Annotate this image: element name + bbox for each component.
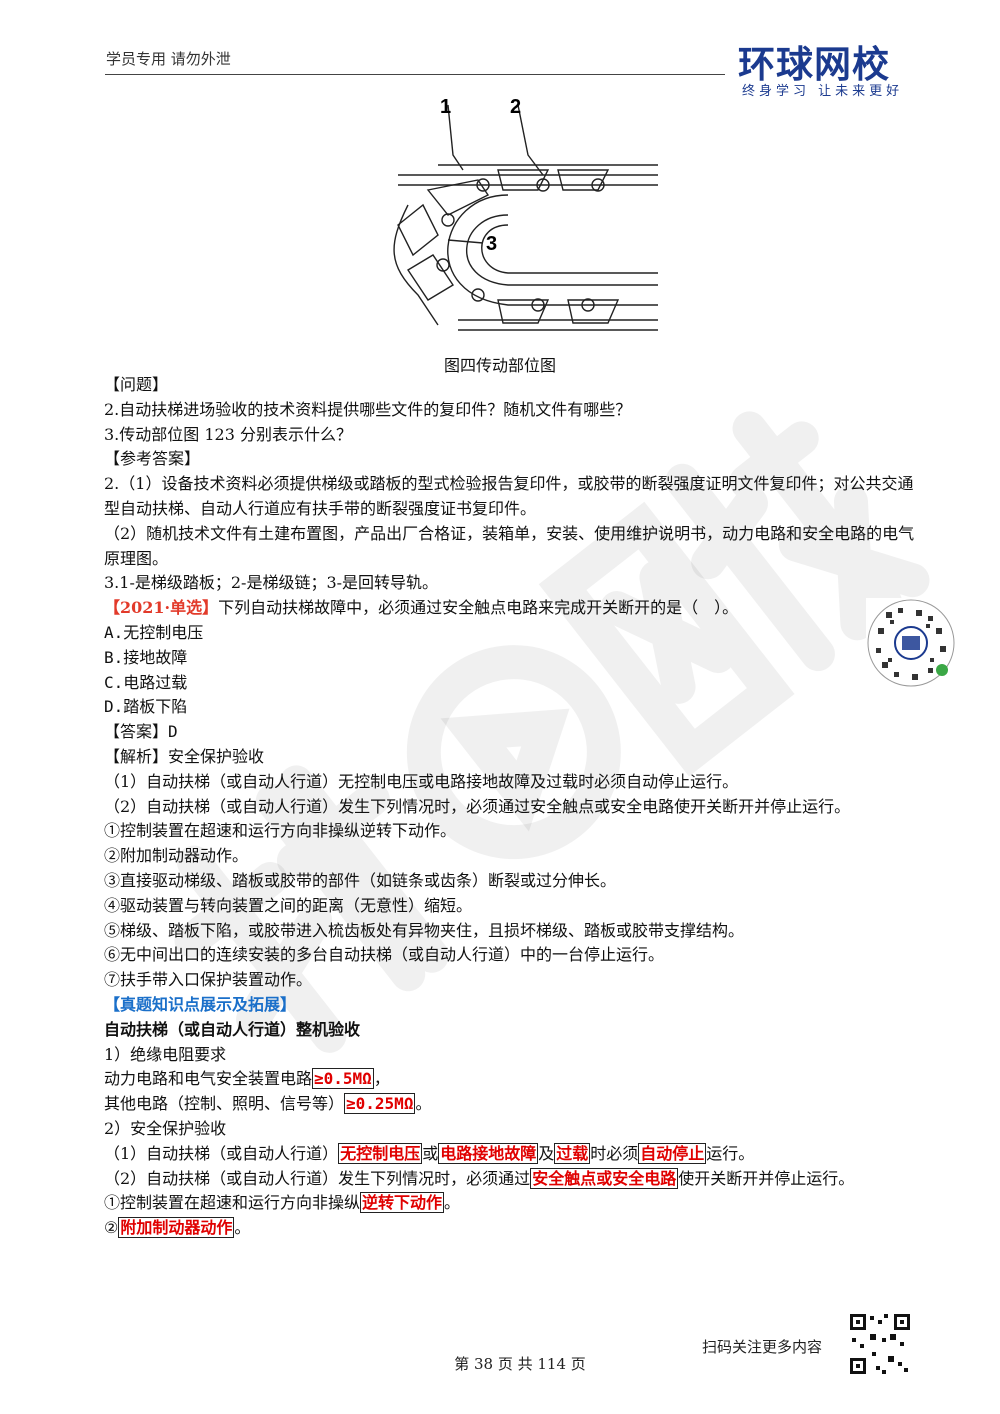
page-number: 第 38 页 共 114 页 (454, 1355, 586, 1373)
mcq-option: A.无控制电压 (104, 622, 204, 642)
text-segment: 运行。 (706, 1143, 755, 1163)
answer-paragraph: 3.1-是梯级踏板；2-是梯级链；3-是回转导轨。 (104, 573, 439, 593)
mcq-option: B.接地故障 (104, 647, 188, 667)
protection-line: （2）自动扶梯（或自动人行道）发生下列情况时，必须通过安全触点或安全电路使开关断… (104, 1167, 919, 1192)
text-segment: 。 (234, 1218, 251, 1238)
brand-slogan: 终身学习 让未来更好 (742, 84, 904, 99)
document-body: 【问题】 2.自动扶梯进场验收的技术资料提供哪些文件的复印件？随机文件有哪些？ … (104, 373, 919, 1241)
text-segment: 或 (422, 1143, 439, 1163)
mcq-analysis: 【解析】安全保护验收 (104, 745, 919, 770)
text-segment: 及 (538, 1143, 555, 1163)
protection-line: （1）自动扶梯（或自动人行道）无控制电压或电路接地故障及过载时必须自动停止运行。 (104, 1142, 919, 1167)
page-header: 学员专用 请勿外泄 环球网校 终身学习 让未来更好 (0, 0, 1000, 100)
highlight-term: 附加制动器动作 (118, 1217, 235, 1239)
text-segment: 。 (415, 1094, 432, 1114)
answer-paragraph: （2）随机技术文件有土建布置图，产品出厂合格证，装箱单，安装、使用维护说明书，动… (104, 523, 915, 568)
answers-heading: 【参考答案】 (104, 449, 201, 469)
text-segment: （1）自动扶梯（或自动人行道） (104, 1143, 339, 1163)
analysis-case: ②附加制动器动作。 (104, 846, 249, 866)
footer-qr-code[interactable] (848, 1312, 912, 1376)
text-segment: ② (104, 1218, 119, 1238)
question-item: 3.传动部位图 123 分别表示什么？ (104, 424, 352, 444)
analysis-label: 【解析】 (104, 746, 169, 766)
analysis-case: ③直接驱动梯级、踏板或胶带的部件（如链条或齿条）断裂或过分伸长。 (104, 870, 617, 890)
answer-paragraph: 2.（1）设备技术资料必须提供梯级或踏板的型式检验报告复印件，或胶带的断裂强度证… (104, 474, 914, 518)
text-segment: 使开关断开并停止运行。 (678, 1168, 855, 1188)
question-item: 2.自动扶梯进场验收的技术资料提供哪些文件的复印件？随机文件有哪些？ (104, 399, 632, 419)
insulation-line: 动力电路和电气安全装置电路≥0.5MΩ， (104, 1067, 919, 1092)
mcq-option: D.踏板下陷 (104, 697, 188, 717)
text-segment: 动力电路和电气安全装置电路 (104, 1069, 313, 1089)
header-note: 学员专用 请勿外泄 (106, 50, 231, 68)
brand-logo: 环球网校 (738, 43, 890, 86)
figure-label-3: 3 (486, 233, 497, 255)
analysis-case: ⑤梯级、踏板下陷，或胶带进入梳齿板处有异物夹住，且损坏梯级、踏板或胶带支撑结构。 (104, 920, 745, 940)
analysis-case: ④驱动装置与转向装置之间的距离（无意性）缩短。 (104, 895, 473, 915)
highlight-term: 无控制电压 (338, 1142, 423, 1164)
analysis-paragraph: （1）自动扶梯（或自动人行道）无控制电压或电路接地故障及过载时必须自动停止运行。 (104, 771, 739, 791)
text-segment: 其他电路（控制、照明、信号等） (104, 1094, 345, 1114)
figure-label-1: 1 (440, 96, 451, 118)
highlight-term: 安全触点或安全电路 (530, 1167, 679, 1189)
figure-caption: 图四传动部位图 (443, 356, 556, 375)
expansion-heading: 【真题知识点展示及拓展】 (104, 994, 297, 1014)
analysis-case: ⑥无中间出口的连续安装的多台自动扶梯（或自动人行道）中的一台停止运行。 (104, 945, 665, 965)
mcq-stem: 下列自动扶梯故障中，必须通过安全触点电路来完成开关断开的是（ ）。 (218, 598, 739, 618)
transmission-diagram: 1 2 3 (393, 96, 658, 331)
expansion-title: 自动扶梯（或自动人行道）整机验收 (104, 1019, 361, 1039)
questions-heading: 【问题】 (104, 375, 169, 394)
exam-tag: 【2021·单选】 (104, 598, 219, 618)
header-divider (105, 74, 725, 75)
mini-program-qr-code[interactable] (866, 598, 956, 688)
subsection-title: 1）绝缘电阻要求 (104, 1044, 227, 1064)
answer-label: 【答案】 (104, 722, 169, 742)
subsection-title: 2）安全保护验收 (104, 1118, 227, 1138)
highlight-value: ≥0.5MΩ (312, 1068, 374, 1090)
analysis-case: ①控制装置在超速和运行方向非操纵逆转下动作。 (104, 821, 457, 841)
mcq-option: C.电路过载 (104, 672, 188, 692)
text-segment: （2）自动扶梯（或自动人行道）发生下列情况时，必须通过 (104, 1168, 531, 1188)
text-segment: ①控制装置在超速和运行方向非操纵 (104, 1193, 361, 1213)
analysis-case: ⑦扶手带入口保护装置动作。 (104, 970, 313, 990)
highlight-term: 逆转下动作 (360, 1192, 445, 1214)
text-segment: 。 (444, 1193, 461, 1213)
figure-label-2: 2 (510, 96, 521, 118)
highlight-value: ≥0.25MΩ (344, 1093, 416, 1115)
analysis-paragraph: （2）自动扶梯（或自动人行道）发生下列情况时，必须通过安全触点或安全电路使开关断… (104, 796, 851, 816)
text-segment: ， (373, 1069, 390, 1089)
answer-value: D (168, 722, 178, 742)
text-segment: 时必须 (590, 1143, 639, 1163)
qr-scan-label: 扫码关注更多内容 (702, 1338, 823, 1356)
analysis-title: 安全保护验收 (168, 746, 265, 766)
highlight-term: 电路接地故障 (438, 1142, 539, 1164)
highlight-term: 过载 (554, 1142, 591, 1164)
mcq-question: 【2021·单选】下列自动扶梯故障中，必须通过安全触点电路来完成开关断开的是（ … (104, 596, 919, 621)
highlight-term: 自动停止 (638, 1142, 707, 1164)
mcq-answer: 【答案】D (104, 720, 919, 745)
protection-case: ①控制装置在超速和运行方向非操纵逆转下动作。 (104, 1191, 919, 1216)
insulation-line: 其他电路（控制、照明、信号等）≥0.25MΩ。 (104, 1092, 919, 1117)
